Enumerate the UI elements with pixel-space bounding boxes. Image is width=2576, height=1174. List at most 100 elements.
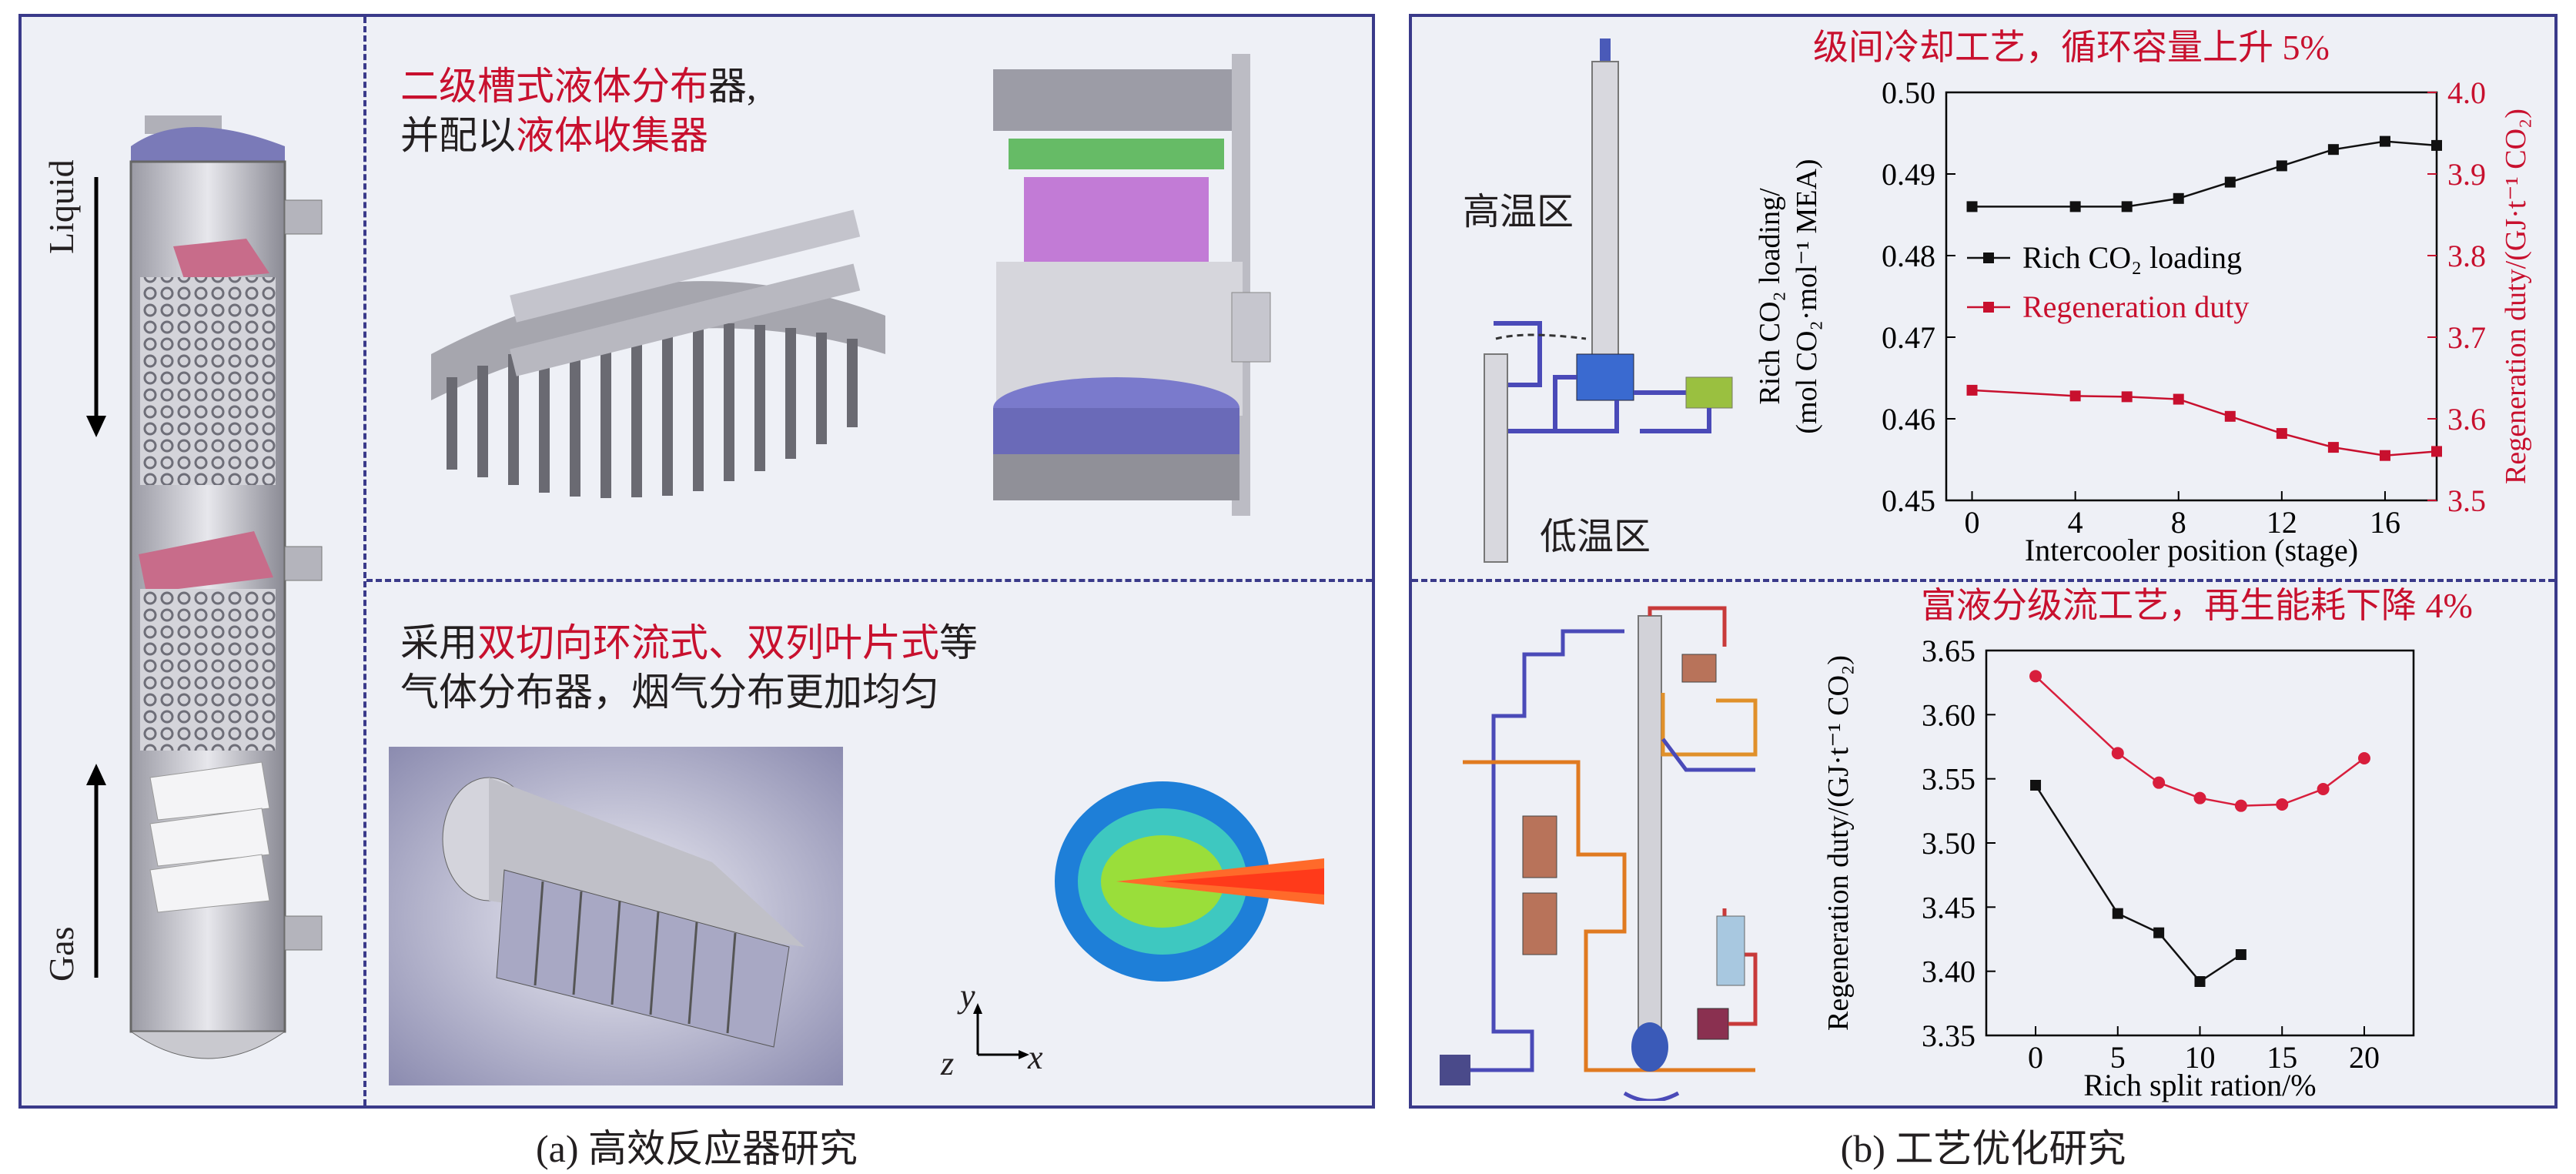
liquid-collector-term: 液体收集器 (516, 114, 708, 157)
data-point (2327, 144, 2339, 156)
y-tick-label: 0.48 (1882, 239, 1935, 273)
legend-label: Rich CO₂ loading (2022, 240, 2242, 275)
axis-z-label: z (941, 1045, 955, 1082)
data-point (2327, 442, 2339, 453)
gas-distributor-types: 双切向环流式、双列叶片式 (477, 621, 939, 664)
data-point (2153, 776, 2166, 789)
legend-marker (1983, 253, 1994, 263)
chart1-title: 级间冷却工艺，循环容量上升 5% (1813, 28, 2330, 67)
liquid-label: Liquid (42, 159, 81, 254)
liquid-distributor-description: 二级槽式液体分布器, 并配以液体收集器 (400, 62, 757, 160)
y-tick-label: 0.47 (1882, 320, 1935, 355)
intercooler-flowsheet-illustration (1484, 38, 1733, 563)
data-point (2276, 798, 2289, 811)
x-tick-label: 20 (2349, 1040, 2380, 1075)
x-tick-label: 15 (2267, 1040, 2297, 1075)
data-point (2357, 752, 2370, 764)
axis-y-label: y (960, 977, 975, 1015)
gas-distributor-benefit: 气体分布器，烟气分布更加均匀 (400, 671, 939, 714)
panel-a-horizontal-divider (366, 579, 1372, 582)
series-line (2034, 784, 2242, 983)
data-point (2069, 201, 2081, 212)
panel-a-vertical-divider (363, 17, 366, 1105)
liquid-collector-prefix: 并配以 (400, 114, 516, 157)
x-tick-label: 5 (2110, 1040, 2126, 1075)
y-axis-label-right: Regeneration duty/(GJ·t⁻¹ CO₂) (2500, 109, 2532, 484)
x-tick-label: 12 (2267, 505, 2297, 540)
data-point (1966, 384, 1978, 396)
gas-distributor-description: 采用双切向环流式、双列叶片式等 气体分布器，烟气分布更加均匀 (400, 618, 978, 717)
y-tick-label: 0.45 (1882, 483, 1935, 518)
liquid-distributor-term: 二级槽式液体分布 (400, 65, 708, 108)
y-tick-label: 0.50 (1882, 75, 1935, 110)
y-axis-label-left: Rich CO₂ loading/(mol CO₂·mol⁻¹ MEA) (1754, 159, 1823, 433)
plot-frame (1945, 91, 2438, 502)
y-tick-label: 3.65 (1922, 634, 1975, 668)
data-point (2431, 446, 2442, 457)
data-point (2235, 949, 2246, 960)
y-tick-label: 0.46 (1882, 402, 1935, 436)
axis-x-label: x (1028, 1039, 1043, 1076)
data-point (2173, 393, 2184, 405)
data-point (2224, 176, 2236, 188)
data-point (2111, 747, 2124, 760)
y-tick-label: 3.50 (1922, 826, 1975, 861)
high-temperature-zone-label: 高温区 (1463, 192, 1574, 232)
y-right-tick-label: 3.6 (2447, 402, 2486, 436)
data-point (2121, 201, 2133, 212)
data-point (2112, 908, 2123, 919)
caption-b: (b) 工艺优化研究 (1840, 1127, 2126, 1170)
x-tick-label: 16 (2370, 505, 2400, 540)
distributor-collector-cutaway-illustration (993, 54, 1271, 516)
x-tick-label: 10 (2185, 1040, 2216, 1075)
y-tick-label: 3.40 (1922, 955, 1975, 989)
liquid-distributor-suffix: 器, (708, 65, 757, 108)
y-axis-label: Regeneration duty/(GJ·t⁻¹ CO₂) (1822, 655, 1855, 1031)
data-point (2431, 139, 2442, 151)
y-tick-label: 3.55 (1922, 762, 1975, 797)
gas-distributor-prefix: 采用 (400, 621, 477, 664)
gas-label: Gas (42, 926, 81, 982)
chart2-title: 富液分级流工艺，再生能耗下降 4% (1921, 586, 2473, 625)
series-line (1972, 140, 2437, 208)
data-point (2030, 780, 2042, 791)
coordinate-axes-icon (973, 1003, 1029, 1059)
series-line (2035, 675, 2365, 807)
data-point (2276, 428, 2287, 440)
y-tick-label: 0.49 (1882, 157, 1935, 192)
cfd-velocity-contour-illustration (1055, 781, 1324, 982)
x-tick-label: 4 (2068, 505, 2083, 540)
y-axis-label-line: (mol CO₂·mol⁻¹ MEA) (1791, 159, 1823, 433)
data-point (2029, 670, 2042, 683)
y-right-tick-label: 3.7 (2447, 320, 2486, 355)
data-point (2234, 799, 2247, 812)
low-temperature-zone-label: 低温区 (1540, 517, 1651, 557)
panel-b-horizontal-divider (1412, 579, 2554, 582)
data-point (2224, 410, 2236, 422)
rich-split-flowsheet-illustration (1440, 606, 1758, 1101)
data-point (2317, 783, 2330, 795)
data-point (2379, 135, 2390, 147)
y-tick-label: 3.45 (1922, 890, 1975, 925)
data-point (2153, 927, 2165, 938)
data-point (2276, 160, 2287, 172)
gas-distributor-illustration (389, 747, 843, 1085)
data-point (2379, 450, 2390, 461)
y-right-tick-label: 3.9 (2447, 157, 2486, 192)
data-point (2194, 976, 2206, 987)
x-tick-label: 8 (2171, 505, 2186, 540)
x-tick-label: 0 (1965, 505, 1980, 540)
y-right-tick-label: 3.8 (2447, 239, 2486, 273)
data-point (2193, 791, 2206, 804)
x-axis-label: Intercooler position (stage) (2025, 533, 2358, 567)
x-tick-label: 0 (2028, 1040, 2043, 1075)
y-tick-label: 3.35 (1922, 1018, 1975, 1053)
trough-distributor-illustration (431, 209, 885, 498)
y-right-tick-label: 4.0 (2447, 75, 2486, 110)
caption-a: (a) 高效反应器研究 (536, 1127, 858, 1170)
data-point (1966, 201, 1978, 212)
absorber-column-illustration (86, 115, 323, 1059)
legend-label: Regeneration duty (2022, 289, 2249, 324)
